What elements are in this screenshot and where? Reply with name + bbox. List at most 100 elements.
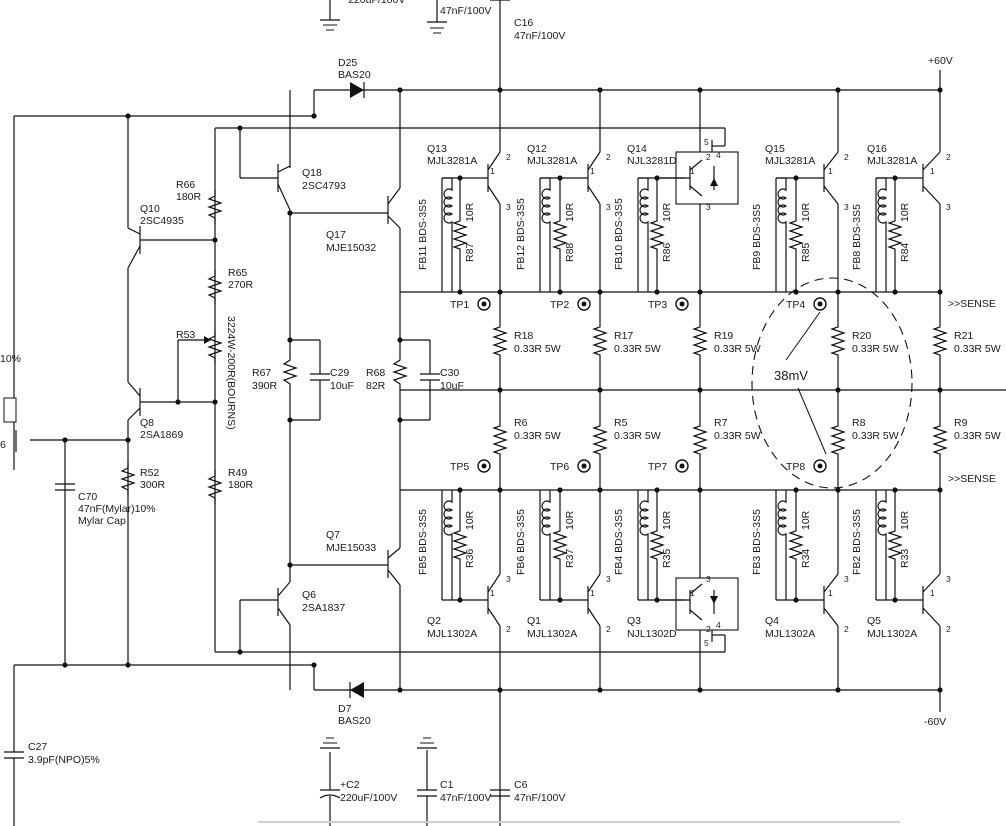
ferrite-label: FB4 BDS-3S5 [613, 509, 625, 575]
transistor-ref: Q1 [527, 615, 541, 627]
junction-dot [212, 237, 218, 243]
transistor-ref: Q16 [867, 143, 887, 155]
transistor-ref: Q3 [627, 615, 641, 627]
pin-num: 3 [506, 202, 511, 212]
bjt-collector [922, 151, 941, 171]
resistor-value: 0.33R 5W [614, 343, 661, 355]
resistor-ref: R85 [800, 243, 812, 262]
njl-package [675, 577, 739, 631]
svg-text:BAS20: BAS20 [338, 69, 371, 81]
transistor-part: MJL3281A [527, 155, 577, 167]
junction-dot [237, 125, 243, 131]
resistor-ref: R17 [614, 330, 633, 342]
transistor-ref: Q2 [427, 615, 441, 627]
resistor-body [932, 292, 948, 390]
testpoint-label: TP6 [550, 461, 569, 473]
testpoint-label: TP5 [450, 461, 469, 473]
svg-text:R52: R52 [140, 467, 159, 479]
bjt-collector [823, 607, 839, 627]
pin-num: 3 [946, 574, 951, 584]
emitter-resistor-r7: R70.33R 5W [692, 390, 761, 490]
testpoint-center [817, 463, 823, 469]
pin-num: 3 [706, 202, 711, 212]
svg-text:R68: R68 [366, 367, 385, 379]
bjt-emitter [587, 573, 601, 593]
c1-ref: C1 [440, 779, 454, 791]
neg-rail-label: -60V [924, 716, 946, 728]
resistor-value: 0.33R 5W [852, 430, 899, 442]
base-resistor [887, 178, 903, 292]
emitter-resistor-r5: R50.33R 5W [592, 390, 661, 490]
testpoint-label: TP4 [786, 299, 805, 311]
resistor-value: 0.33R 5W [714, 343, 761, 355]
junction-dot [212, 399, 218, 405]
resistor-body [932, 390, 948, 490]
bottom-supply-caps: +C2 220uF/100V C1 47nF/100V C6 47nF/100V [319, 737, 565, 826]
sense-labels: >>SENSE >>SENSE [948, 298, 996, 485]
ctop-value: 47nF/100V [440, 5, 491, 17]
ferrite-bead [777, 178, 788, 292]
junction-dot [287, 210, 293, 216]
resistor-value: 0.33R 5W [614, 430, 661, 442]
diode-d25: D25 BAS20 [338, 57, 371, 98]
svg-text:R49: R49 [228, 467, 247, 479]
svg-text:D25: D25 [338, 57, 357, 69]
resistor-value: 0.33R 5W [514, 430, 561, 442]
pin-num: 1 [490, 588, 495, 598]
testpoint-tp8: TP8 [786, 459, 827, 473]
transistor-part: NJL1302D [627, 628, 677, 640]
resistor-value: 0.33R 5W [714, 430, 761, 442]
ferrite-bead [777, 490, 788, 600]
bjt-emitter [823, 573, 839, 593]
transistor-ref: Q5 [867, 615, 881, 627]
junction-dot [311, 113, 317, 119]
resistor-ref: R19 [714, 330, 733, 342]
svg-text:300R: 300R [140, 479, 166, 491]
pin-num: 2 [506, 152, 511, 162]
c16-ref: C16 [514, 17, 533, 29]
testpoint-label: TP3 [648, 299, 667, 311]
pin-num: 2 [606, 152, 611, 162]
testpoint-tp1: TP1 [450, 297, 491, 311]
ferrite-label: FB8 BDS-3S5 [851, 204, 863, 270]
resistor-value: 10R [464, 202, 476, 222]
testpoint-center [581, 463, 587, 469]
pin-num: 3 [844, 574, 849, 584]
bjt-collector [922, 607, 941, 627]
svg-text:10uF: 10uF [330, 380, 354, 392]
testpoint-center [581, 301, 587, 307]
pin-num: 2 [844, 624, 849, 634]
diode-d7: D7 BAS20 [338, 682, 371, 727]
svg-text:Mylar Cap: Mylar Cap [78, 515, 126, 527]
bjt-emitter [823, 185, 839, 205]
bjt-collector [587, 607, 601, 627]
base-resistor [788, 490, 804, 600]
svg-text:6: 6 [0, 439, 6, 451]
testpoint-tp7: TP7 [648, 459, 689, 473]
bjt-emitter [487, 185, 501, 205]
resistor-ref: R6 [514, 417, 528, 429]
testpoint-tp2: TP2 [550, 297, 591, 311]
resistor-ref: R34 [800, 549, 812, 568]
ferrite-label: FB11 BDS-3S5 [417, 199, 429, 270]
transistor-part: MJL1302A [765, 628, 815, 640]
pin-num: 1 [690, 588, 695, 598]
bjt-collector [487, 151, 501, 171]
svg-text:180R: 180R [176, 191, 202, 203]
resistor-value: 10R [661, 510, 673, 530]
transistor-part: MJL1302A [427, 628, 477, 640]
testpoint-label: TP7 [648, 461, 667, 473]
resistor-ref: R33 [899, 549, 911, 568]
pin-num: 1 [828, 588, 833, 598]
transistor-ref: Q12 [527, 143, 547, 155]
svg-text:Q6: Q6 [302, 589, 316, 601]
resistor-ref: R7 [714, 417, 728, 429]
njl-c [689, 159, 703, 171]
svg-text:Q18: Q18 [302, 167, 322, 179]
testpoint-center [679, 301, 685, 307]
